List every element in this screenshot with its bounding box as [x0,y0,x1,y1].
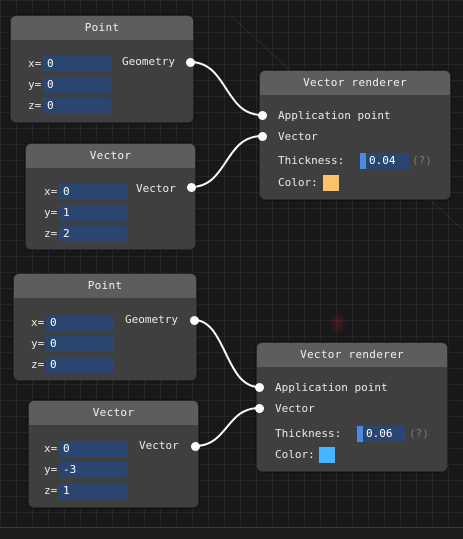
y-input[interactable]: 1 [59,205,127,221]
field-label-x: x= [28,57,42,70]
output-label-geometry: Geometry [122,55,175,68]
color-label: Color: [278,176,318,189]
canvas-glow-artifact [333,315,343,331]
node-title[interactable]: Vector renderer [260,71,450,95]
x-input[interactable]: 0 [59,184,127,200]
help-marker[interactable]: (?) [409,427,429,440]
vector-renderer-node-top[interactable]: Vector renderer Application point Vector… [259,70,451,200]
point-node-top[interactable]: Point Geometry x= 0 y= 0 z= 0 [10,15,194,123]
color-label: Color: [275,448,315,461]
field-label-z: z= [44,227,58,240]
input-pin-application-point-bottom[interactable] [254,382,264,392]
node-title[interactable]: Vector renderer [257,343,447,367]
field-label-z: z= [31,358,45,371]
output-pin-geometry-bottom[interactable] [189,315,199,325]
help-marker[interactable]: (?) [412,154,432,167]
thickness-label: Thickness: [275,427,342,440]
field-label-x: x= [44,185,58,198]
field-label-x: x= [44,442,58,455]
field-label-y: y= [44,206,58,219]
field-label-x: x= [31,316,45,329]
field-label-z: z= [44,484,58,497]
output-pin-vector-bottom[interactable] [190,441,200,451]
x-input[interactable]: 0 [43,56,111,72]
y-input[interactable]: -3 [59,462,127,478]
z-input[interactable]: 2 [59,226,127,242]
field-label-y: y= [44,463,58,476]
input-pin-application-point-top[interactable] [257,110,267,120]
y-input[interactable]: 0 [43,77,111,93]
field-label-y: y= [31,337,45,350]
wire-bottom-vector-to-vector [194,407,260,447]
input-label-vector: Vector [278,130,318,143]
thickness-input[interactable]: 0.06 [357,426,406,442]
wire-top-geometry-to-application-point [189,61,263,116]
vector-node-top[interactable]: Vector Vector x= 0 y= 1 z= 2 [25,143,196,250]
z-input[interactable]: 0 [46,357,114,373]
y-input[interactable]: 0 [46,336,114,352]
output-pin-vector-top[interactable] [186,182,196,192]
input-label-vector: Vector [275,402,315,415]
vector-renderer-node-bottom[interactable]: Vector renderer Application point Vector… [256,342,448,472]
z-input[interactable]: 0 [43,98,111,114]
node-title[interactable]: Vector [26,144,195,168]
point-node-bottom[interactable]: Point Geometry x= 0 y= 0 z= 0 [13,273,197,381]
input-label-application-point: Application point [275,381,388,394]
vector-node-bottom[interactable]: Vector Vector x= 0 y= -3 z= 1 [28,400,199,508]
bottom-status-bar [0,527,463,539]
thickness-input[interactable]: 0.04 [360,153,409,169]
node-title[interactable]: Vector [29,401,198,425]
node-title[interactable]: Point [14,274,196,298]
output-pin-geometry-top[interactable] [185,57,195,67]
thickness-label: Thickness: [278,154,345,167]
input-pin-vector-top[interactable] [257,131,267,141]
output-label-vector: Vector [136,182,176,195]
field-label-y: y= [28,78,42,91]
input-pin-vector-bottom[interactable] [254,403,264,413]
color-swatch-button[interactable] [319,447,335,463]
input-label-application-point: Application point [278,109,391,122]
x-input[interactable]: 0 [59,441,127,457]
x-input[interactable]: 0 [46,315,114,331]
output-label-geometry: Geometry [125,313,178,326]
output-label-vector: Vector [139,439,179,452]
z-input[interactable]: 1 [59,483,127,499]
wire-top-vector-to-vector [190,135,263,188]
color-swatch-button[interactable] [323,175,339,191]
field-label-z: z= [28,99,42,112]
node-title[interactable]: Point [11,16,193,40]
wire-bottom-geometry-to-application-point [193,319,260,388]
